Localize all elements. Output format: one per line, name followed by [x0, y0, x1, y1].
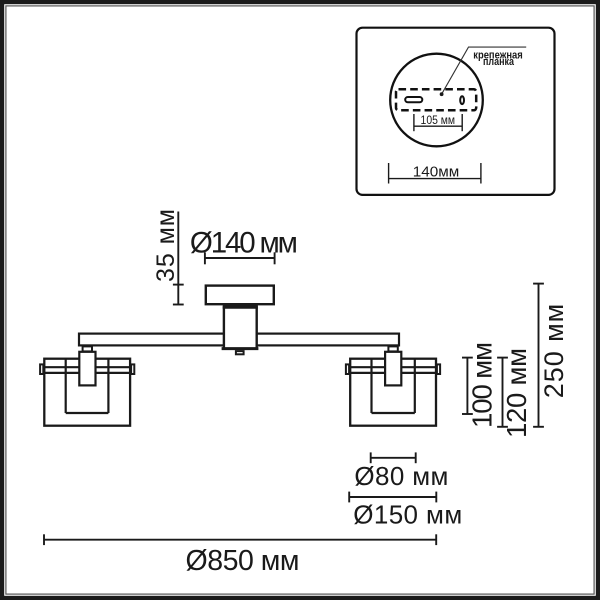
svg-text:крепежная: крепежная — [473, 49, 523, 61]
svg-text:250 мм: 250 мм — [539, 304, 569, 399]
svg-text:35 мм: 35 мм — [152, 209, 180, 282]
svg-text:Ø140 мм: Ø140 мм — [190, 227, 298, 260]
svg-text:140мм: 140мм — [413, 165, 460, 181]
svg-text:Ø150 мм: Ø150 мм — [353, 499, 462, 529]
svg-text:120 мм: 120 мм — [501, 348, 532, 438]
svg-text:105 мм: 105 мм — [421, 113, 456, 127]
svg-text:Ø850 мм: Ø850 мм — [186, 545, 300, 577]
svg-text:100 мм: 100 мм — [467, 342, 498, 428]
svg-text:Ø80 мм: Ø80 мм — [354, 461, 448, 491]
svg-text:планка: планка — [483, 56, 515, 68]
